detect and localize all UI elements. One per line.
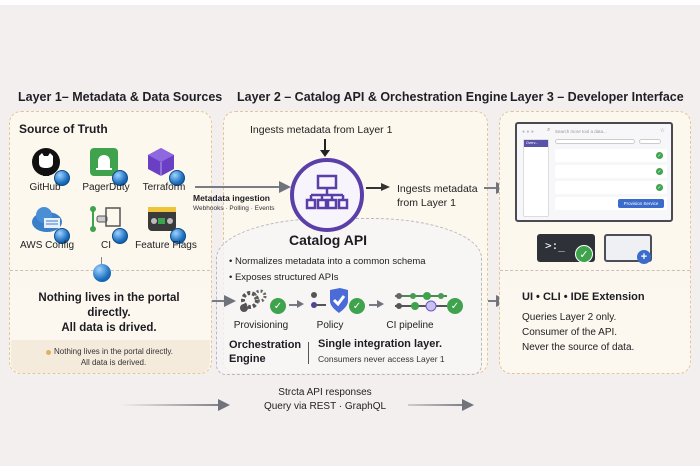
pipeline-label-ci: CI pipeline [386, 320, 434, 331]
ingestion-arrow-icon [279, 181, 291, 193]
layer1-title: Layer 1– Metadata & Data Sources [18, 90, 223, 104]
window-dots-icon: ● ● ● [522, 129, 534, 135]
catalog-api-node[interactable] [290, 158, 364, 232]
engine-divider [308, 342, 309, 364]
ci-pipeline-check-icon: ✓ [447, 298, 463, 314]
source-badge [112, 228, 128, 244]
github-icon [30, 146, 70, 186]
top-band [0, 0, 700, 5]
row-check-icon: ✓ [656, 152, 663, 159]
layer3-lines: Queries Layer 2 only. Consumer of the AP… [522, 312, 635, 353]
pipe-arrow-icon [297, 300, 304, 308]
layer1-statement: Nothing lives in the portal directly. Al… [38, 292, 180, 334]
mock-row: ✓ [555, 181, 667, 194]
mock-sidebar: Overv... [523, 139, 549, 217]
source-label-pagerduty: PagerDuty [82, 182, 130, 193]
layer1-note-area [11, 340, 210, 373]
pagerduty-icon [88, 146, 128, 186]
catalog-api-title: Catalog API [289, 232, 368, 248]
integration-sub: Consumers never access Layer 1 [318, 354, 445, 364]
pipeline-label-provisioning: Provisioning [233, 320, 289, 331]
statement-arrow-line [212, 300, 228, 302]
mock-filter-input[interactable] [555, 139, 635, 144]
ingestion-label: Metadata ingestion [193, 193, 270, 203]
source-badge [54, 170, 70, 186]
hierarchy-icon [305, 174, 349, 210]
bottom-left-arrow-icon [218, 399, 230, 411]
connector-line [101, 257, 102, 267]
source-label-github: GitHub [29, 182, 61, 193]
ingestion-sub: Webhooks · Polling · Events [193, 205, 275, 212]
note-bullet [46, 350, 51, 355]
shield-check-icon [310, 287, 350, 315]
right-arrow-icon [381, 183, 390, 191]
star-icon: ☆ [659, 128, 665, 134]
search-icon: ⌕ [547, 127, 551, 133]
aws-config-icon [30, 204, 70, 244]
bullet-item: • Exposes structured APIs [229, 272, 339, 283]
source-label-feature-flags: Feature Flags [135, 240, 197, 251]
source-of-truth-title: Source of Truth [19, 122, 108, 136]
down-arrow-line [324, 139, 326, 153]
pipe-arrow-line [369, 304, 379, 306]
down-arrow-icon [320, 150, 330, 157]
ingestion-arrow-line [195, 186, 281, 188]
source-label-ci: CI [101, 240, 111, 251]
mock-sidebar-header: Overv... [524, 140, 548, 147]
add-icon: + [637, 250, 651, 264]
connector-node [93, 264, 111, 282]
mock-row: ✓ [555, 149, 667, 162]
layer3-divider [500, 270, 690, 271]
cli-check-icon: ✓ [575, 245, 593, 263]
catalog-bullets: • Normalizes metadata into a common sche… [229, 254, 426, 286]
row-check-icon: ✓ [656, 168, 663, 175]
source-badge [169, 170, 185, 186]
source-label-terraform: Terraform [142, 182, 186, 193]
feature-flags-icon [146, 204, 186, 244]
integration-title: Single integration layer. [318, 338, 443, 350]
ci-icon [88, 204, 128, 244]
bottom-right-arrow-icon [462, 399, 474, 411]
source-badge [54, 228, 70, 244]
statement-arrow-icon [224, 295, 236, 307]
bottom-left-arrow-line [120, 404, 224, 406]
pipe-arrow-icon [377, 300, 384, 308]
to-layer3-line [484, 187, 498, 189]
pipe-arrow-line [289, 304, 299, 306]
gears-icon [238, 288, 272, 314]
mock-search-input[interactable]: Search more tool a data... [555, 129, 607, 134]
bottom-caption: Strcta API responses Query via REST · Gr… [263, 387, 387, 412]
provisioning-check-icon: ✓ [270, 298, 286, 314]
mock-search-button[interactable] [639, 139, 661, 144]
source-label-aws-config: AWS Config [19, 240, 75, 251]
terraform-icon [145, 146, 185, 186]
layer3-title: Layer 3 – Developer Interface [510, 90, 684, 104]
portal-window-mock: ● ● ● ⌕ Search more tool a data... ☆ Ove… [515, 122, 673, 222]
mock-row: ✓ [555, 165, 667, 178]
ingest-right-label: Ingests metadata from Layer 1 [397, 183, 478, 209]
pipeline-icon [393, 290, 449, 314]
right-arrow-line [366, 187, 384, 189]
source-badge [112, 170, 128, 186]
provision-service-button[interactable]: Provision Service [618, 199, 664, 208]
row-check-icon: ✓ [656, 184, 663, 191]
source-badge [170, 228, 186, 244]
layer2-title: Layer 2 – Catalog API & Orchestration En… [237, 90, 508, 104]
bottom-right-arrow-line [408, 404, 466, 406]
bullet-item: • Normalizes metadata into a common sche… [229, 256, 426, 267]
interfaces-title: UI • CLI • IDE Extension [522, 291, 645, 303]
pipeline-label-policy: Policy [316, 320, 344, 331]
to-layer3-line-bottom [488, 300, 498, 302]
orchestration-engine-label: Orchestration Engine [229, 339, 302, 365]
ingest-top-label: Ingests metadata from Layer 1 [250, 124, 393, 136]
layer1-note: Nothing lives in the portal directly. Al… [54, 347, 174, 367]
policy-check-icon: ✓ [349, 298, 365, 314]
mock-row: Provision Service [555, 197, 667, 210]
